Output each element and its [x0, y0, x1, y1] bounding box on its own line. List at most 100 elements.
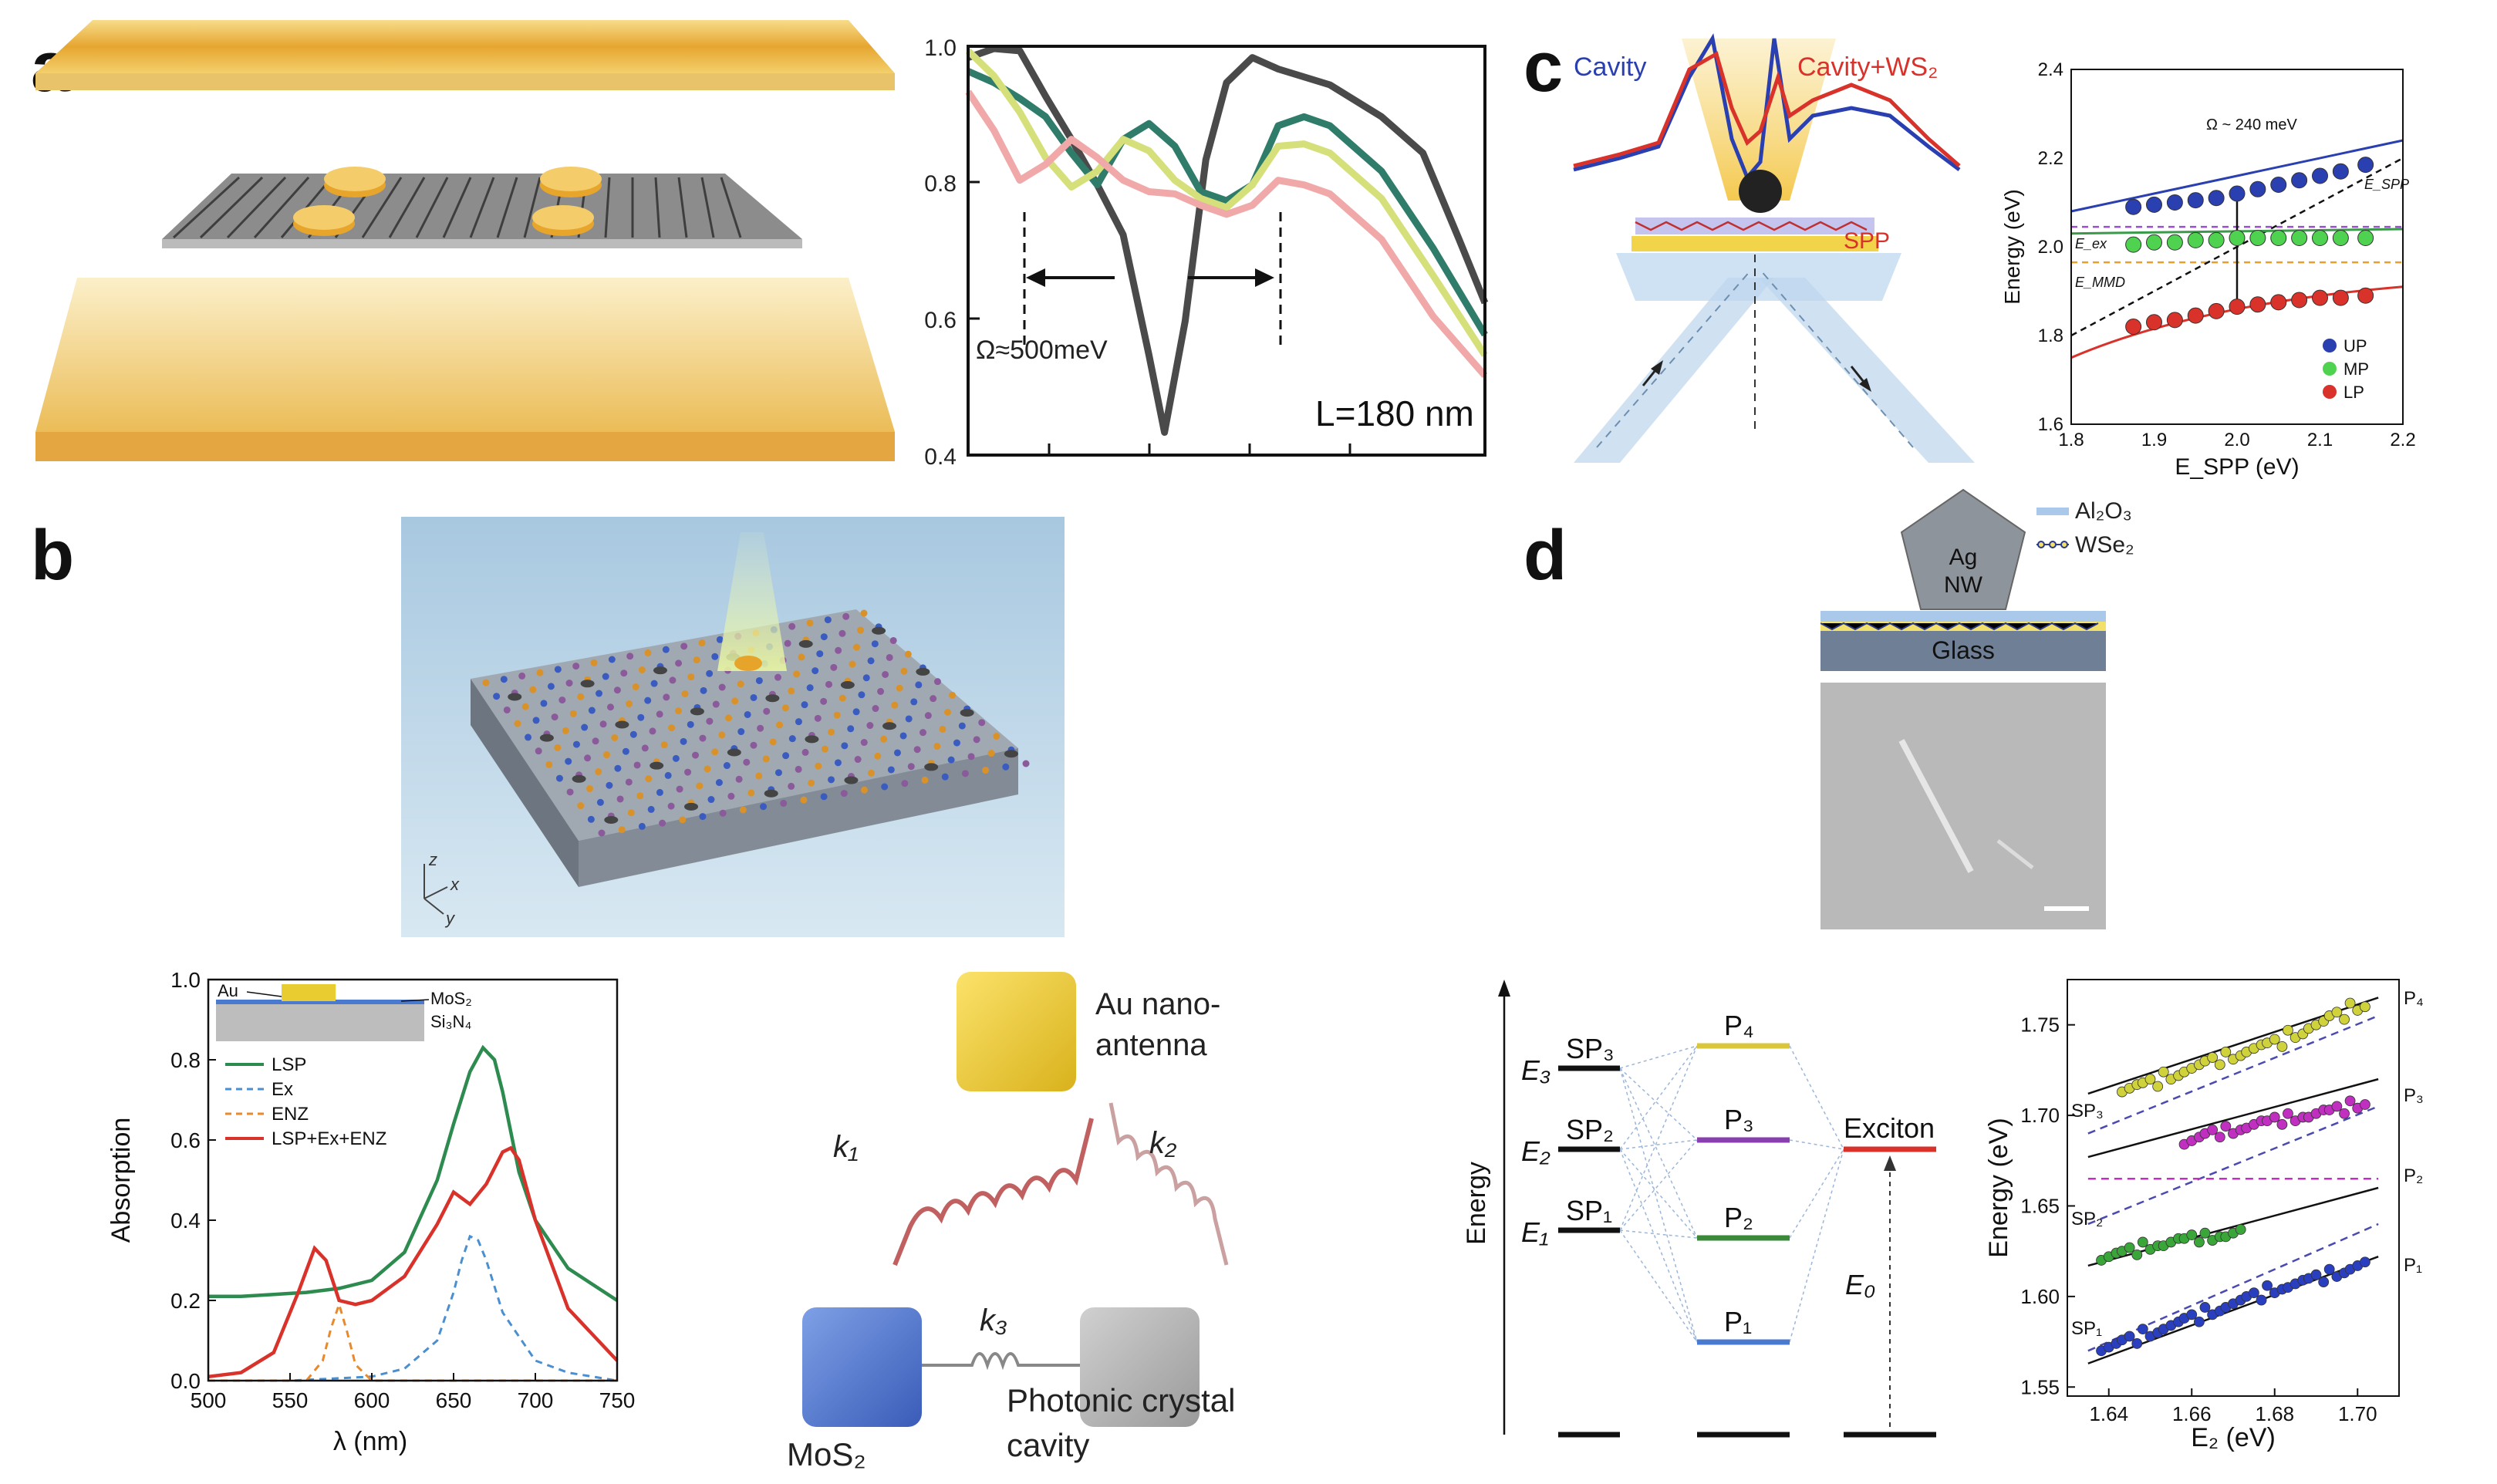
polariton-point	[2283, 1108, 2293, 1119]
polariton-point	[2199, 1227, 2211, 1239]
dispersion-point	[2146, 196, 2162, 213]
lattice-atom	[735, 775, 743, 783]
lattice-atom	[698, 639, 706, 647]
panel-letter-b: b	[31, 516, 75, 595]
ytick-label: 1.60	[2020, 1285, 2060, 1308]
lattice-atom	[718, 683, 726, 691]
hole	[916, 667, 930, 676]
absorption-line	[208, 1300, 617, 1382]
label-eex: E_ex	[2075, 236, 2107, 251]
lattice-atom	[833, 711, 841, 719]
cavity-ws2-label: Cavity+WS₂	[1797, 52, 1938, 82]
lattice-atom	[681, 690, 689, 698]
ytick-label: 0.0	[170, 1369, 201, 1393]
lattice-atom	[680, 737, 687, 745]
label-espp: E_SPP	[2364, 177, 2409, 192]
k3-label: k₃	[980, 1304, 1007, 1337]
lattice-atom	[828, 728, 835, 736]
lattice-atom	[821, 745, 828, 753]
lattice-atom	[693, 656, 700, 664]
xtick-label: 550	[272, 1388, 309, 1412]
panel-d-schematic: Ag NW Glass Al₂O₃ WSe₂	[1820, 488, 2134, 929]
sp3-chart-label: SP₃	[2071, 1101, 2104, 1121]
dispersion-point	[2312, 289, 2328, 306]
lattice-atom	[795, 765, 802, 773]
lattice-atom	[482, 679, 490, 686]
p3-chart-label: P₃	[2404, 1085, 2424, 1106]
lattice-atom	[788, 687, 795, 695]
ytick-label: 1.0	[170, 968, 201, 992]
hole	[872, 626, 886, 635]
hole	[924, 763, 939, 771]
hole	[684, 802, 699, 811]
lattice-atom	[915, 681, 923, 689]
dispersion-point	[2125, 319, 2142, 335]
lattice-atom	[584, 754, 592, 762]
lattice-atom	[611, 734, 619, 741]
lattice-atom	[668, 724, 676, 732]
lattice-atom	[620, 669, 628, 677]
hole	[539, 734, 554, 742]
lattice-atom	[715, 779, 723, 787]
p4-label: P₄	[1724, 1010, 1754, 1041]
panel-d-levels: Energy SP₃ SP₂ SP₁ E₃ E₂ E₁ P₄ P₃ P₂ P₁ …	[1462, 980, 1936, 1438]
polariton-point	[2276, 1118, 2288, 1130]
polariton-point	[2283, 1024, 2293, 1036]
p2-chart-label: P₂	[2404, 1165, 2423, 1186]
coupling-lines	[1619, 1045, 1844, 1343]
lattice-atom	[839, 694, 846, 702]
lattice-atom	[707, 796, 715, 804]
lattice-atom	[784, 639, 791, 647]
lattice-atom	[669, 676, 677, 684]
lattice-atom	[664, 771, 672, 779]
lattice-atom	[572, 740, 580, 748]
xtick-label: 1.70	[2338, 1402, 2377, 1425]
ytick-label: 1.70	[2020, 1104, 2060, 1127]
al2o3-label: Al₂O₃	[2075, 498, 2132, 524]
hole	[882, 722, 897, 730]
polariton-point	[2248, 1287, 2259, 1299]
lattice-atom	[613, 686, 621, 694]
lattice-atom	[514, 720, 521, 727]
lattice-atom	[586, 785, 594, 793]
lattice-atom	[737, 680, 744, 688]
hole	[650, 761, 664, 770]
lattice-atom	[943, 708, 951, 716]
ytick-label: 2.4	[2038, 59, 2063, 80]
polariton-point	[2331, 1101, 2343, 1112]
exciton-label: Exciton	[1844, 1112, 1935, 1144]
dispersion-point	[2166, 194, 2183, 211]
lattice-atom	[834, 759, 842, 767]
lattice-atom	[569, 710, 577, 717]
lattice-atom	[776, 721, 784, 729]
wse2-label: WSe₂	[2075, 532, 2134, 558]
polariton-point	[2137, 1324, 2148, 1335]
lattice-atom	[774, 769, 782, 777]
lattice-atom	[849, 660, 856, 668]
lattice-atom	[820, 793, 828, 801]
dispersion-point	[2146, 314, 2162, 331]
ytick-label: 0.6	[170, 1128, 201, 1152]
legend-lsp: LSP	[272, 1054, 306, 1075]
lattice-atom	[973, 736, 980, 744]
ytick-label: 0.4	[924, 444, 957, 470]
lattice-atom	[788, 622, 796, 630]
dispersion-point	[2208, 302, 2225, 319]
polariton-point	[2220, 1047, 2232, 1057]
lattice-atom	[958, 722, 966, 730]
glass-label: Glass	[1932, 636, 1995, 664]
lattice-atom	[680, 643, 688, 650]
glass-substrate	[1820, 631, 2106, 671]
lattice-atom	[750, 693, 758, 701]
lattice-atom	[712, 700, 720, 708]
sp2-chart-label: SP₂	[2071, 1209, 2103, 1229]
lattice-atom	[554, 744, 562, 751]
xtick-label: 1.68	[2255, 1402, 2294, 1425]
lattice-atom	[540, 700, 548, 707]
gold-tip	[734, 656, 762, 671]
lattice-atom	[852, 708, 860, 716]
xlabel-d: E₂ (eV)	[2191, 1423, 2276, 1452]
dispersion-point	[2312, 230, 2328, 246]
lattice-atom	[633, 761, 641, 769]
polariton-point	[2214, 1132, 2225, 1143]
